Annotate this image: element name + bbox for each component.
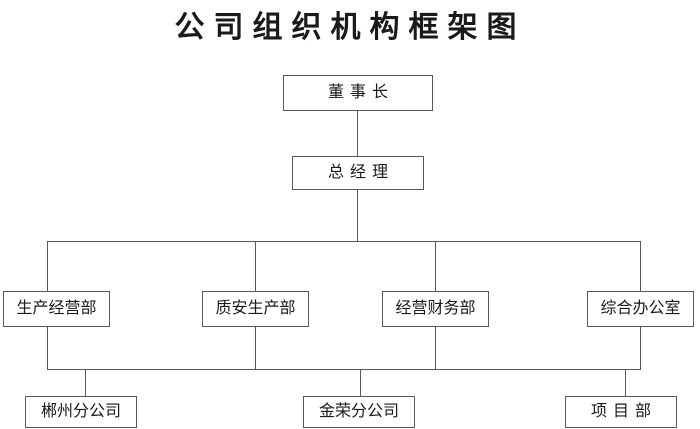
node-dept-general-office[interactable]: 综合办公室 xyxy=(587,291,694,327)
connector-chairman-to-general-manager xyxy=(357,111,358,156)
connector-general-manager-stem xyxy=(357,190,358,241)
connector-drop-finance xyxy=(435,241,436,291)
connector-drop-project-dept xyxy=(625,369,626,398)
connector-stem-production xyxy=(47,327,48,369)
connector-drop-general-office xyxy=(640,241,641,291)
node-branch-jinrong[interactable]: 金荣分公司 xyxy=(303,396,415,428)
node-dept-finance[interactable]: 经营财务部 xyxy=(382,291,489,327)
connector-stem-quality-safety xyxy=(255,327,256,369)
node-branch-chenzhou[interactable]: 郴州分公司 xyxy=(25,396,137,428)
connector-drop-branch-chenzhou xyxy=(85,369,86,398)
node-dept-quality-safety[interactable]: 质安生产部 xyxy=(202,291,309,327)
node-general-manager[interactable]: 总经理 xyxy=(292,156,424,190)
connector-drop-production xyxy=(47,241,48,291)
connector-branch-bus xyxy=(47,369,641,370)
node-dept-production[interactable]: 生产经营部 xyxy=(3,291,110,327)
connector-drop-branch-jinrong xyxy=(360,369,361,398)
connector-department-bus xyxy=(47,241,641,242)
connector-drop-quality-safety xyxy=(255,241,256,291)
connector-stem-finance xyxy=(435,327,436,369)
connector-stem-general-office xyxy=(640,327,641,369)
node-project-dept[interactable]: 项目部 xyxy=(565,396,677,428)
page-title: 公司组织机构框架图 xyxy=(174,11,526,44)
node-chairman[interactable]: 董事长 xyxy=(283,75,433,111)
